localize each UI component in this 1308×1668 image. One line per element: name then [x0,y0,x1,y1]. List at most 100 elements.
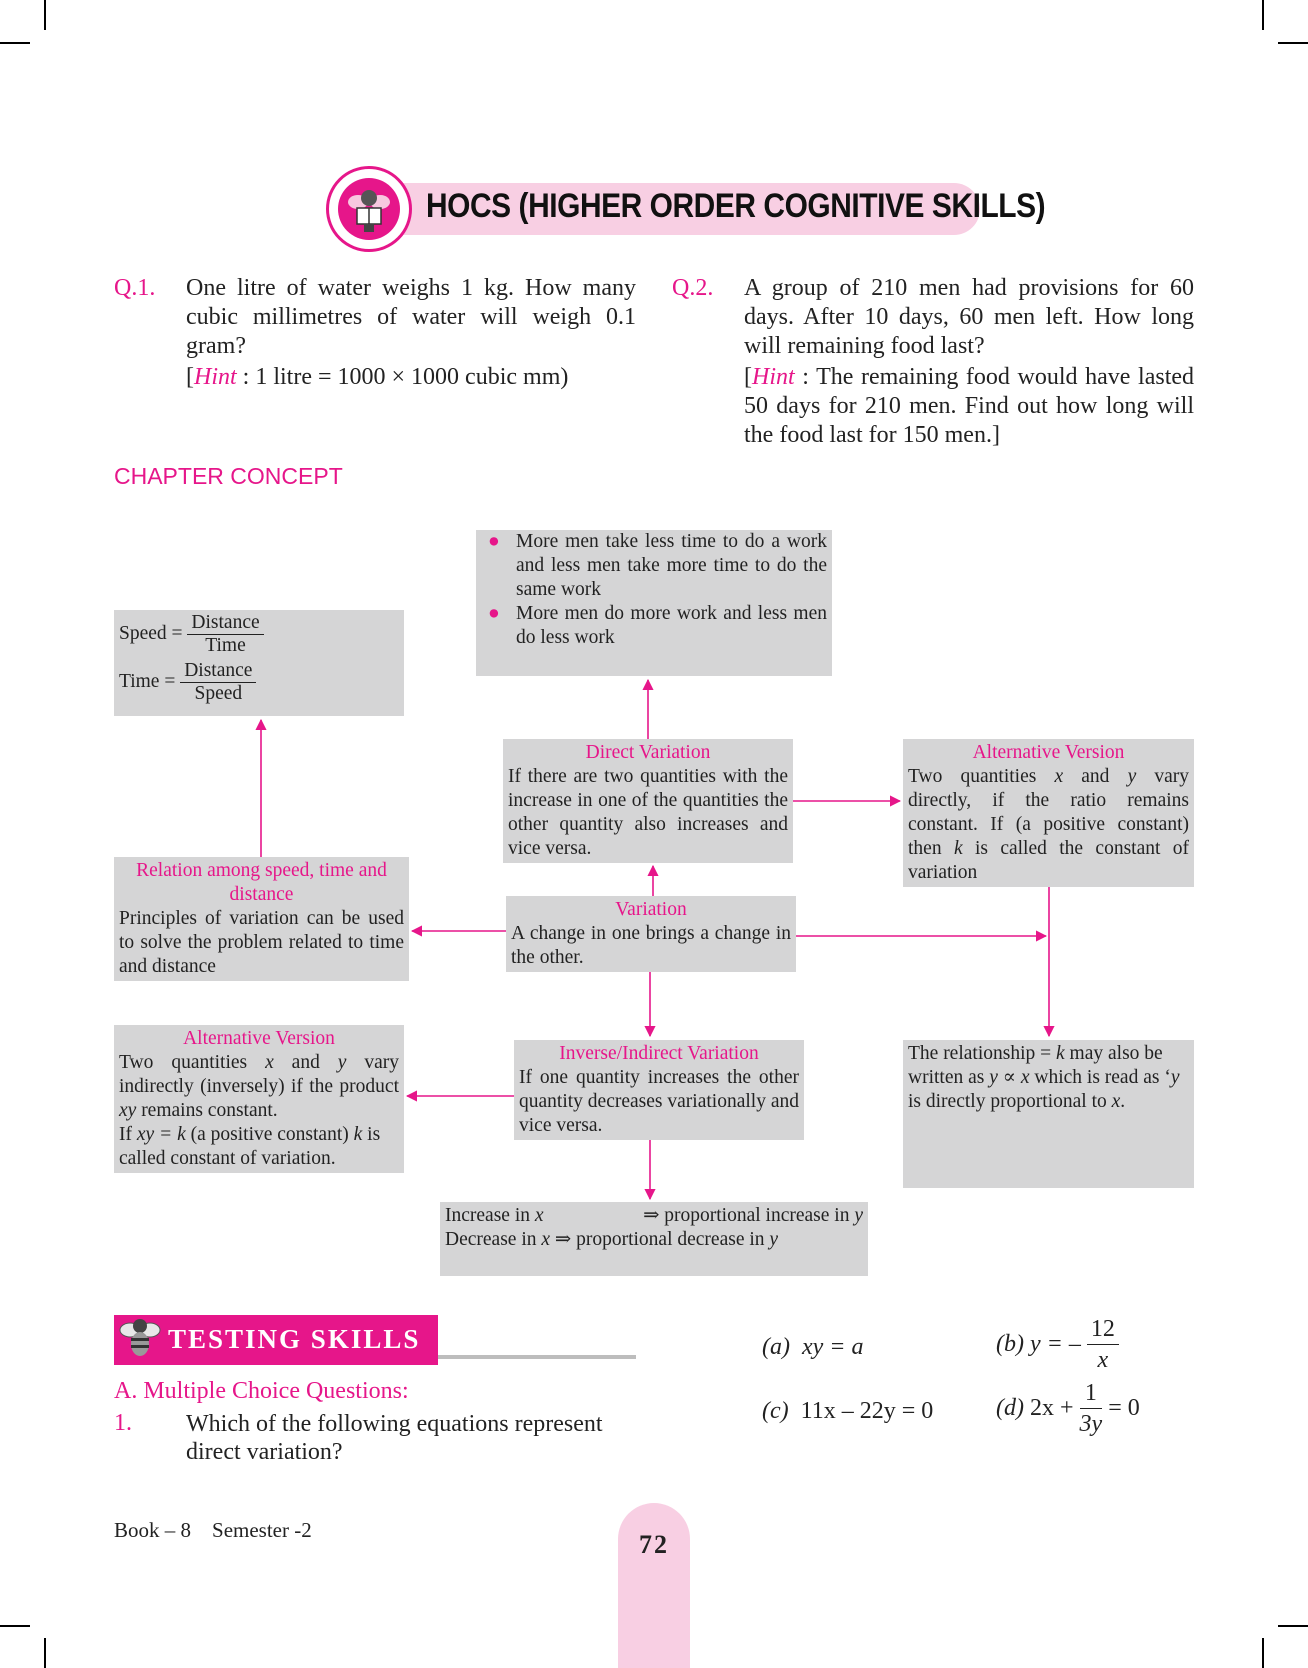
crop-mark [0,42,30,44]
increase-text: Increase in [445,1205,535,1226]
hint-label: Hint [194,364,237,390]
var-k: k [1056,1043,1065,1064]
hocs-title: HOCS (HIGHER ORDER COGNITIVE SKILLS) [426,187,1046,225]
option-b-label: (b) [996,1331,1024,1357]
crop-mark [1262,1638,1264,1668]
var-x: x [265,1052,274,1073]
crop-mark [44,1638,46,1668]
increase-line: Increase in x ⇒ proportional increase in… [445,1204,863,1228]
var-y: y [1170,1067,1180,1088]
option-b[interactable]: (b) y = – 12 x [996,1314,1119,1375]
var-y: y [337,1052,347,1073]
men-work-box: ● More men take less time to do a work a… [476,530,832,676]
alt-direct-text-3: is called the constant of variation [908,838,1189,883]
relationship-text-2: may also be written as [908,1043,1163,1088]
speed-formula-box: Speed = Distance Time Time = Distance Sp… [114,610,404,716]
direct-variation-box: Direct Variation If there are two quanti… [503,739,793,863]
page-number-tab [618,1503,690,1668]
var-k: k [953,838,963,859]
direct-variation-title: Direct Variation [585,742,711,763]
men-bullet-2-text: More men do more work and less men do le… [516,603,827,648]
q1-hint: [Hint : 1 litre = 1000 × 1000 cubic mm) [186,364,569,390]
relationship-text-3: which is read as ‘ [1029,1067,1171,1088]
alt-direct-body: Two quantities x and y vary directly, if… [908,765,1189,885]
q1-hint-text: : 1 litre = 1000 × 1000 cubic mm) [242,364,569,390]
bee-icon [118,1312,162,1360]
time-formula: Time = Distance Speed [119,660,399,705]
inverse-variation-title: Inverse/Indirect Variation [559,1043,759,1064]
relation-box: Relation among speed, time and distance … [114,857,409,981]
increase-left: Increase in x [445,1204,544,1228]
page-number: 72 [639,1530,669,1559]
option-d-denominator: 3y [1079,1411,1103,1437]
q2-number: Q.2. [672,275,714,301]
footer-book: Book – 8 Semester -2 [114,1518,312,1543]
option-d-numerator: 1 [1079,1378,1103,1409]
increase-right: ⇒ proportional increase in y [643,1204,863,1228]
reading-bee-icon [326,166,412,252]
crop-mark [44,0,46,30]
option-c-label: (c) [762,1398,789,1424]
testing-skills-banner [114,1315,438,1365]
book-label: Book – 8 [114,1518,192,1542]
speed-denominator: Time [205,635,246,656]
q2-hint: [Hint : The remaining food would have la… [744,364,1195,448]
crop-mark [1278,1625,1308,1627]
variation-box: Variation A change in one brings a chang… [506,896,796,972]
option-d-label: (d) [996,1395,1024,1421]
q1-text: One litre of water weighs 1 kg. How many… [186,274,636,392]
option-a-text: xy = a [801,1334,864,1360]
testing-skills-title: TESTING SKILLS [168,1324,421,1354]
q1-question: One litre of water weighs 1 kg. How many… [186,275,636,359]
alt-inverse-body: Two quantities x and y vary indirectly (… [119,1051,399,1123]
crop-mark [1278,42,1308,44]
option-c-text: 11x – 22y = 0 [800,1398,934,1424]
mcq-q1-text: Which of the following equations represe… [186,1411,603,1465]
option-d[interactable]: (d) 2x + 1 3y = 0 [996,1378,1140,1439]
inverse-variation-box: Inverse/Indirect Variation If one quanti… [514,1040,804,1140]
option-a-label: (a) [762,1334,790,1360]
var-x: x [541,1229,551,1250]
var-y: y [1127,766,1137,787]
time-denominator: Speed [194,683,243,704]
option-c[interactable]: (c) 11x – 22y = 0 [762,1398,933,1425]
relation-body: Principles of variation can be used to s… [119,908,404,977]
var-y: y [769,1229,779,1250]
var-xy: xy [119,1100,137,1121]
crop-mark [1262,0,1264,30]
var-y: y [854,1205,863,1226]
var-k: k [353,1124,363,1145]
time-fraction: Distance Speed [180,660,257,705]
time-label: Time = [119,670,176,692]
men-bullet-1: ● More men take less time to do a work a… [488,531,827,600]
crop-mark [0,1625,30,1627]
men-bullet-2: ● More men do more work and less men do … [488,603,827,648]
proportional-expression: y ∝ x [989,1067,1030,1088]
option-a[interactable]: (a) xy = a [762,1334,863,1361]
alt-inverse-text-5: is called constant of variation. [119,1124,381,1169]
option-d-equals: = 0 [1108,1395,1140,1421]
alt-direct-text-2: vary directly, if the ratio remains cons… [908,766,1190,859]
increase-result-text: ⇒ proportional increase in [643,1205,855,1226]
option-d-text: 2x + [1029,1395,1074,1421]
speed-numerator: Distance [187,612,264,635]
increase-decrease-box: Increase in x ⇒ proportional increase in… [440,1202,868,1276]
alt-inverse-text-3: remains constant. [136,1100,278,1121]
mcq-q1-number: 1. [114,1410,132,1436]
q1-number: Q.1. [114,275,156,301]
alt-inverse-text-2: vary indirectly (inversely) if the produ… [119,1052,400,1097]
hint-label: Hint [752,364,795,390]
q2-text: A group of 210 men had provisions for 60… [744,274,1194,450]
variation-body: A change in one brings a change in the o… [511,923,791,968]
option-b-text: y = – [1029,1331,1081,1357]
alt-inverse-text-1: Two quantities [119,1052,266,1073]
var-x: x [1111,1091,1121,1112]
option-b-fraction: 12 x [1086,1314,1119,1375]
decrease-line: Decrease in x ⇒ proportional decrease in… [445,1228,863,1252]
alt-inverse-box: Alternative Version Two quantities x and… [114,1025,404,1173]
men-bullet-1-text: More men take less time to do a work and… [516,531,827,600]
relationship-text-1: The relationship = [908,1043,1057,1064]
alt-inverse-text-4: (a positive constant) [185,1124,354,1145]
speed-formula: Speed = Distance Time [119,612,399,660]
